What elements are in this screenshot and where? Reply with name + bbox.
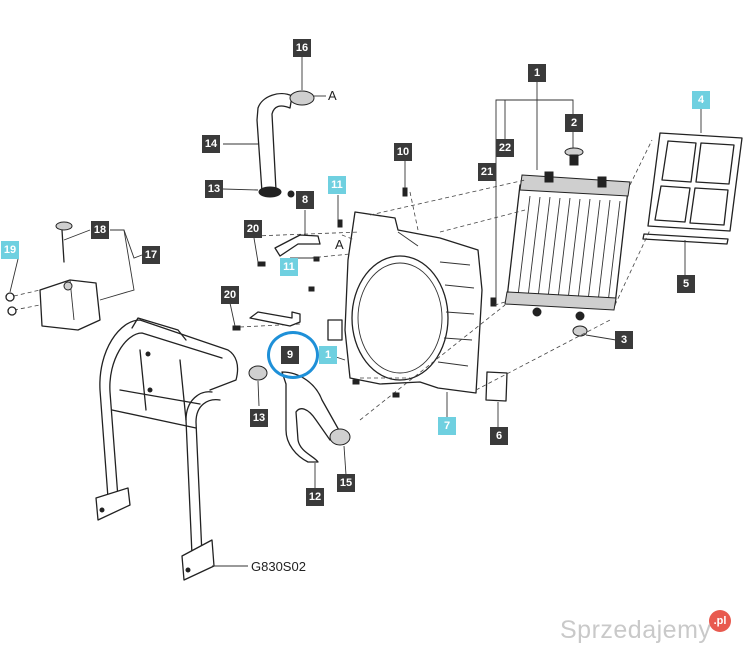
upper-hose [256,90,315,198]
callout-3-grommet[interactable]: 3 [615,331,633,349]
assembly-lines [13,139,653,421]
screen-frame [642,132,743,245]
fan-shroud [327,211,508,402]
callout-22-screw[interactable]: 22 [496,139,514,157]
callout-16-clamp[interactable]: 16 [293,39,311,57]
callout-1-radiator[interactable]: 1 [528,64,546,82]
callout-12-lower-hose[interactable]: 12 [306,488,324,506]
callout-13-upper-clamp[interactable]: 13 [205,180,223,198]
callout-10-screw[interactable]: 10 [394,143,412,161]
callout-14-upper-hose[interactable]: 14 [202,135,220,153]
watermark-text: Sprzedajemy [560,616,712,644]
callout-2-filler-cap[interactable]: 2 [565,114,583,132]
lower-hose [248,365,351,463]
callout-5-seal[interactable]: 5 [677,275,695,293]
radiator [490,147,631,337]
callout-6-foam-pad[interactable]: 6 [490,427,508,445]
callout-20-screw-top[interactable]: 20 [244,220,262,238]
watermark-badge: .pl [709,610,731,632]
reference-letter-a-top: A [328,88,337,103]
callout-1-shroud-ref[interactable]: 1 [319,346,337,364]
callout-11-screw-mid[interactable]: 11 [280,258,298,276]
callout-17-expansion-tank[interactable]: 17 [142,246,160,264]
reference-letter-a-mid: A [335,237,344,252]
callout-21-screw[interactable]: 21 [478,163,496,181]
callout-9-bracket[interactable]: 9 [281,346,299,364]
brackets [232,187,408,398]
callout-8-bracket[interactable]: 8 [296,191,314,209]
callout-20-screw-bottom[interactable]: 20 [221,286,239,304]
expansion-tank [5,221,101,331]
callout-18-dipstick[interactable]: 18 [91,221,109,239]
callout-13-lower-clamp[interactable]: 13 [250,409,268,427]
highlight-ring [267,331,319,379]
callout-11-screw-top[interactable]: 11 [328,176,346,194]
callout-15-clamp[interactable]: 15 [337,474,355,492]
drawing-code: G830S02 [251,559,306,574]
leader-lines [9,57,702,567]
support-frame [95,317,239,581]
callout-4-screen[interactable]: 4 [692,91,710,109]
callout-7-shroud[interactable]: 7 [438,417,456,435]
callout-19-nut[interactable]: 19 [1,241,19,259]
